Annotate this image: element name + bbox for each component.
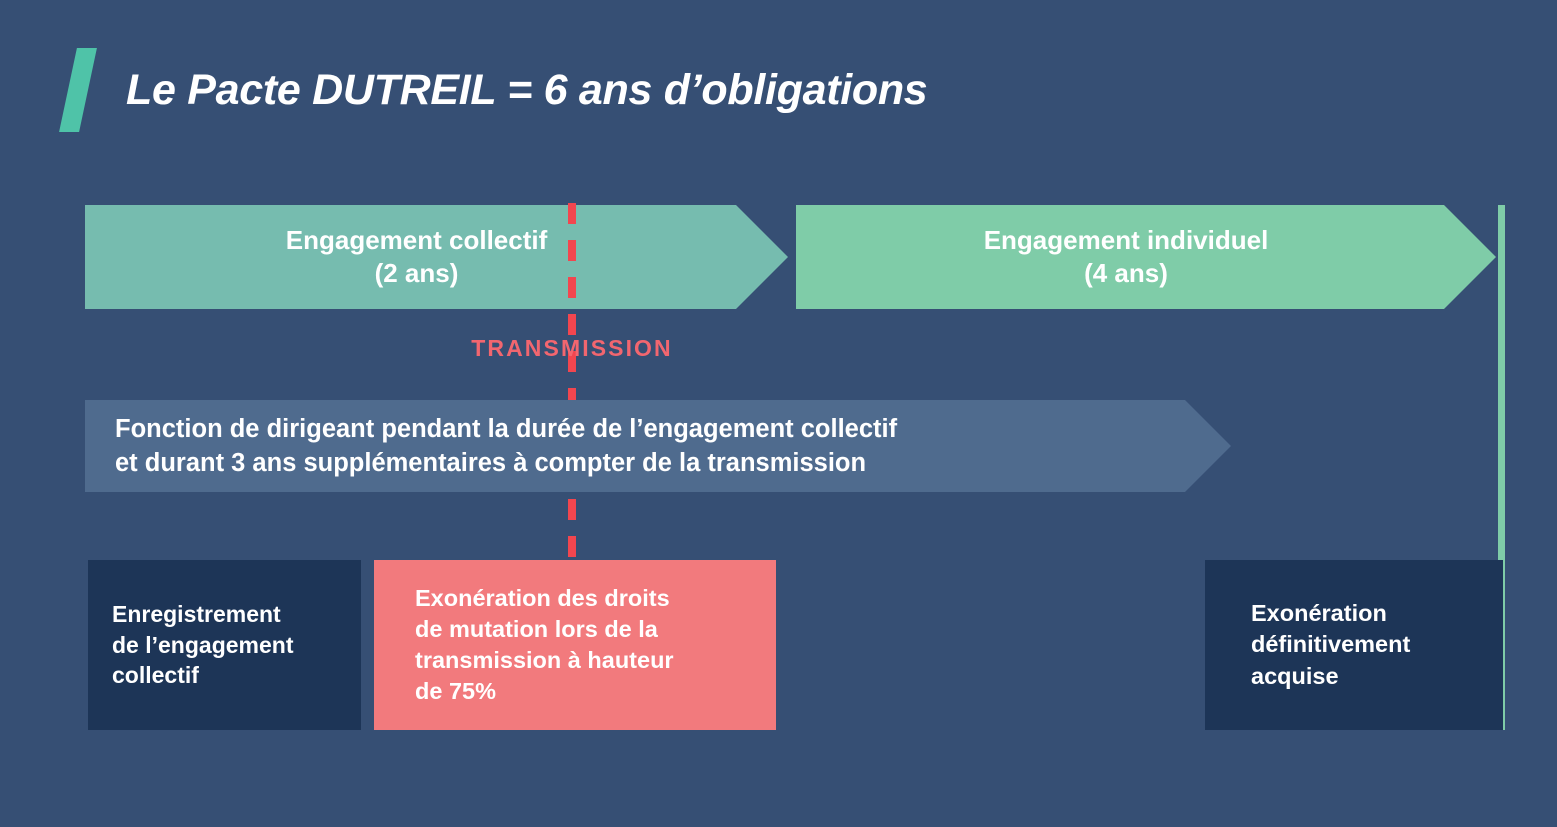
box-definitive-line1: Exonération [1251, 600, 1387, 627]
box-registration-line3: collectif [112, 662, 199, 689]
arrow-individuel-line2: (4 ans) [1084, 258, 1168, 288]
title-accent-bar-icon [59, 48, 97, 132]
box-registration-line1: Enregistrement [112, 601, 281, 628]
box-exoneration-definitive: Exonération définitivement acquise [1205, 560, 1503, 730]
arrow-engagement-individuel: Engagement individuel (4 ans) [796, 205, 1496, 309]
timeline-end-rule-icon [1498, 205, 1505, 730]
arrow-engagement-collectif: Engagement collectif (2 ans) [85, 205, 788, 309]
arrow-dirigeant-line2: et durant 3 ans supplémentaires à compte… [115, 449, 867, 477]
arrow-dirigeant-line1: Fonction de dirigeant pendant la durée d… [115, 414, 898, 443]
arrow-collectif-line2: (2 ans) [374, 258, 459, 288]
arrow-individuel-line1: Engagement individuel [983, 225, 1269, 256]
box-exoneration-droits-mutation: Exonération des droits de mutation lors … [374, 560, 776, 730]
box-enregistrement-engagement-collectif: Enregistrement de l’engagement collectif [88, 560, 361, 730]
box-exoneration-line2: de mutation lors de la [415, 615, 658, 642]
page-title: Le Pacte DUTREIL = 6 ans d’obligations [59, 44, 928, 136]
box-exoneration-line3: transmission à hauteur [415, 647, 674, 673]
transmission-dashed-line-icon [568, 203, 576, 565]
box-registration-line2: de l’engagement [112, 631, 294, 658]
arrow-collectif-line1: Engagement collectif [285, 225, 548, 256]
box-exoneration-line4: de 75% [415, 678, 496, 705]
box-definitive-line2: définitivement [1251, 631, 1411, 658]
arrow-fonction-dirigeant: Fonction de dirigeant pendant la durée d… [85, 400, 1231, 492]
title-text: Le Pacte DUTREIL = 6 ans d’obligations [126, 65, 928, 114]
box-exoneration-line1: Exonération des droits [415, 584, 670, 611]
transmission-label: TRANSMISSION [471, 335, 673, 361]
box-definitive-line3: acquise [1251, 662, 1339, 689]
